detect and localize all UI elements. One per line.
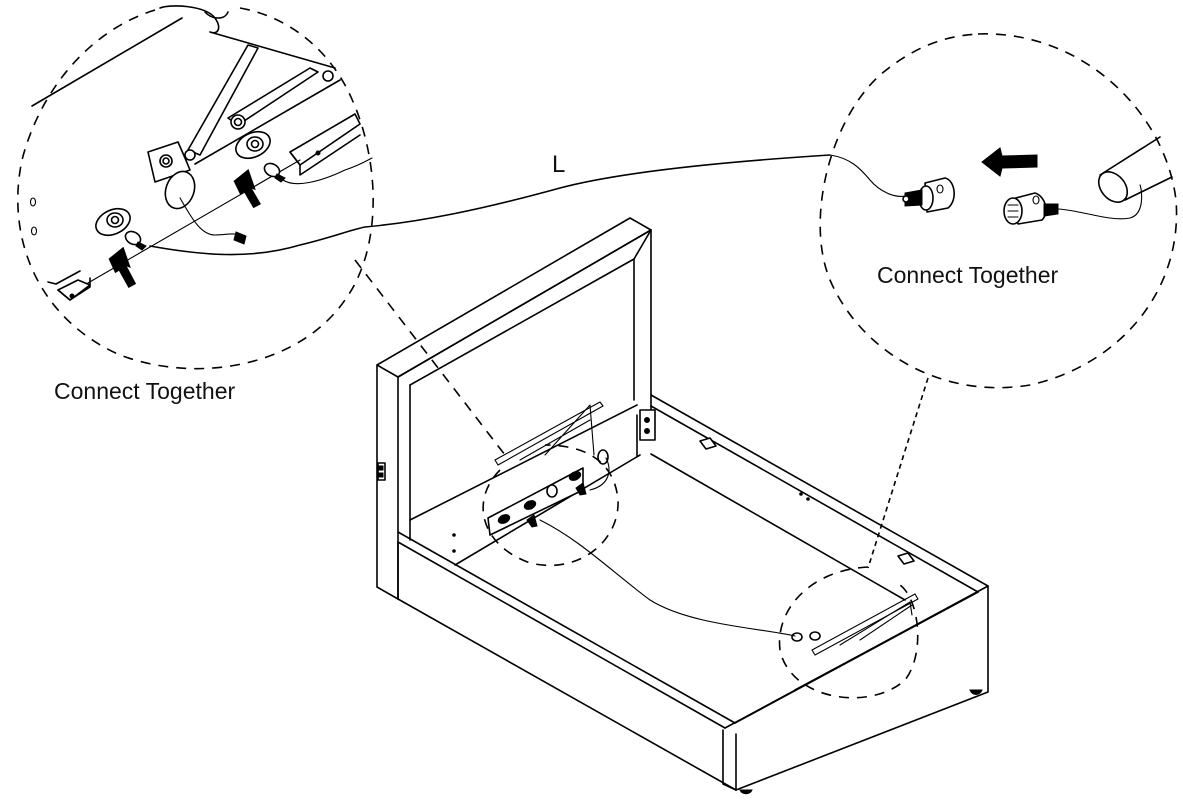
headboard-callout-caption: Connect Together bbox=[54, 378, 235, 404]
headboard-callout-dashed-circle bbox=[17, 7, 374, 370]
rail-bracket bbox=[699, 437, 717, 450]
actuator-end-cap bbox=[164, 170, 196, 210]
connector-lower bbox=[124, 230, 142, 246]
mounting-hole bbox=[29, 197, 37, 207]
footboard-detail-callout: Connect Together bbox=[819, 33, 1178, 389]
bed-frame bbox=[376, 217, 989, 795]
actuator-tube bbox=[1097, 136, 1173, 203]
headboard bbox=[376, 217, 652, 600]
panel-top-edge bbox=[31, 17, 183, 107]
mounting-hole bbox=[30, 226, 38, 236]
socket-plate-lower bbox=[95, 207, 131, 237]
insert-arrow-icon bbox=[233, 168, 261, 209]
panel-rail-line bbox=[194, 79, 341, 165]
footboard-callout-dashed-circle bbox=[819, 33, 1178, 389]
connector-upper bbox=[263, 162, 281, 178]
actuator-cable bbox=[179, 197, 241, 237]
insert-arrow-icon bbox=[108, 246, 137, 288]
headboard-detail-callout: Connect Together bbox=[17, 5, 374, 404]
socket-connector bbox=[902, 177, 955, 213]
cable-floor-run bbox=[539, 519, 796, 637]
cable-L bbox=[149, 154, 831, 256]
push-left-arrow-icon bbox=[981, 147, 1038, 177]
footboard-callout-marker bbox=[778, 566, 919, 699]
square-tube-left bbox=[47, 270, 91, 301]
headboard-mechanism bbox=[482, 401, 619, 567]
bed-box bbox=[397, 394, 989, 795]
side-hinge bbox=[377, 462, 386, 481]
leader-line-headboard bbox=[354, 259, 506, 456]
footboard-mechanism bbox=[778, 566, 919, 699]
side-hinge bbox=[639, 409, 656, 441]
rail-bracket bbox=[897, 552, 915, 565]
plug-connector bbox=[1003, 184, 1143, 225]
leader-line-footboard bbox=[867, 377, 929, 569]
footboard-callout-caption: Connect Together bbox=[877, 262, 1058, 288]
headboard-callout-marker bbox=[482, 444, 619, 567]
cable-L-label: L bbox=[552, 151, 565, 178]
socket-plate-upper bbox=[235, 130, 271, 160]
square-tube-right bbox=[289, 113, 361, 176]
